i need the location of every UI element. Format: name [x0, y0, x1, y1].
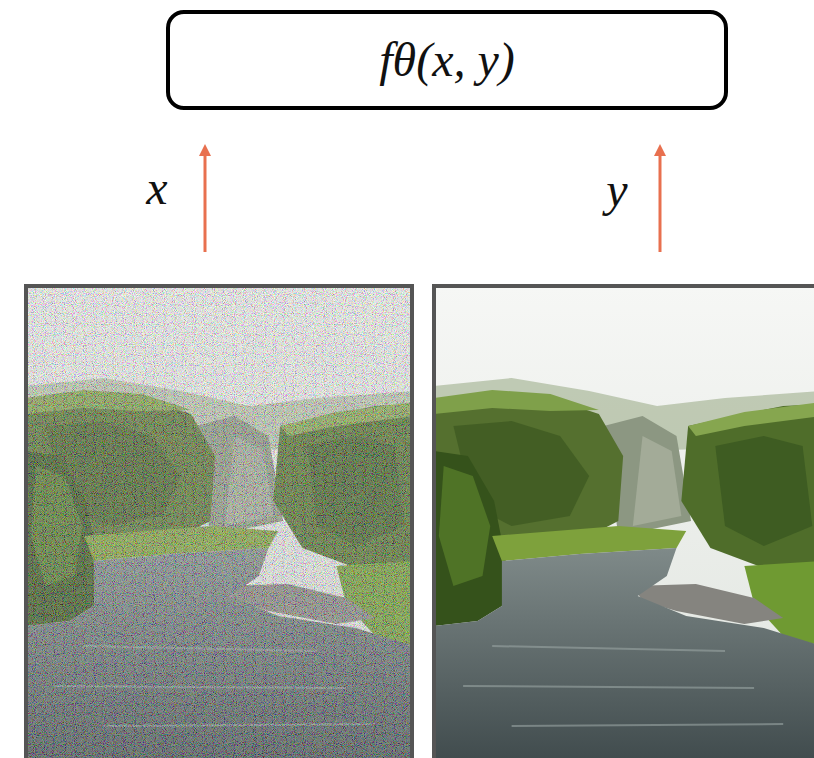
input-label: x [146, 164, 167, 212]
function-label: fθ(x, y) [379, 36, 515, 84]
input-arrow [659, 150, 662, 252]
input-arrow [204, 150, 207, 252]
image-frame [434, 286, 814, 758]
function-box: fθ(x, y) [166, 10, 728, 110]
input-label: y [606, 166, 627, 214]
noisy-image [26, 286, 412, 758]
clean-image [434, 286, 814, 758]
image-frame [26, 286, 412, 758]
